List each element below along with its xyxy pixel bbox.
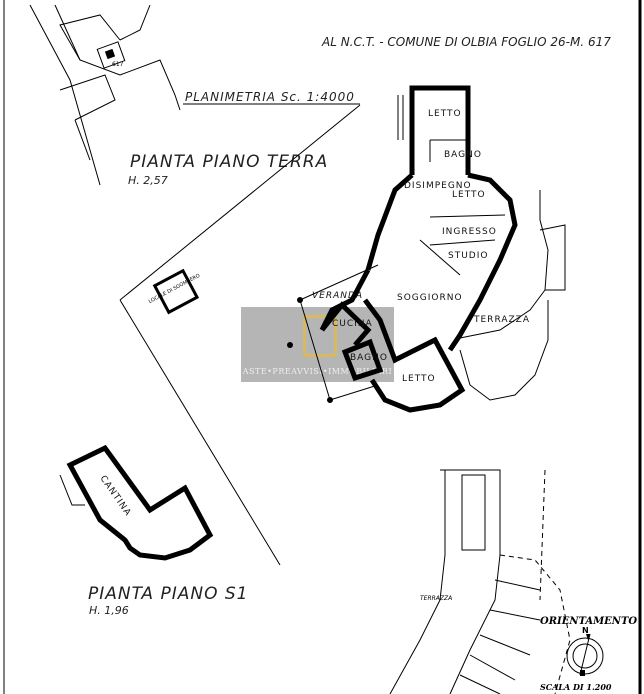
room-disimpegno: DISIMPEGNO: [404, 181, 472, 191]
detail-terrace-label: TERRAZZA: [420, 595, 452, 602]
lot-outline: [119, 104, 361, 566]
room-letto-3: LETTO: [402, 374, 436, 384]
parcel-number: 617: [112, 61, 124, 68]
room-bagno-1: BAGNO: [444, 150, 482, 160]
room-ingresso: INGRESSO: [442, 227, 497, 237]
scale-label: SCALA DI 1.200: [540, 682, 612, 692]
room-soggiorno: SOGGIORNO: [397, 293, 463, 303]
ground-floor-plan: [287, 85, 566, 413]
watermark-logo-icon: [303, 315, 337, 357]
ground-floor-height: H. 2,57: [128, 174, 168, 187]
north-label: N: [582, 626, 589, 635]
basement-height: H. 1,96: [89, 604, 129, 617]
room-letto-2: LETTO: [452, 190, 486, 200]
basement-title: PIANTA PIANO S1: [88, 584, 248, 604]
watermark-text: ASTE•PREAVVISI•IMMOBILIARI: [242, 367, 393, 376]
room-letto-1: LETTO: [428, 109, 462, 119]
ground-floor-title: PIANTA PIANO TERRA: [130, 152, 328, 172]
site-plan-title: PLANIMETRIA Sc. 1:4000: [185, 90, 355, 104]
terrace-detail: [389, 469, 571, 694]
room-terrazza: TERRAZZA: [473, 315, 530, 325]
room-veranda: VERANDA: [312, 291, 363, 301]
basement-plan: [59, 444, 214, 561]
room-cucina: CUCINA: [332, 319, 373, 329]
north-arrow-icon: [566, 633, 604, 676]
cadastral-reference: AL N.C.T. - COMUNE DI OLBIA FOGLIO 26-M.…: [321, 35, 611, 49]
orientation-label: ORIENTAMENTO: [540, 616, 637, 627]
room-bagno-2: BAGNO: [350, 353, 388, 363]
room-studio: STUDIO: [448, 251, 488, 261]
site-plan-sketch: 617: [29, 4, 181, 186]
